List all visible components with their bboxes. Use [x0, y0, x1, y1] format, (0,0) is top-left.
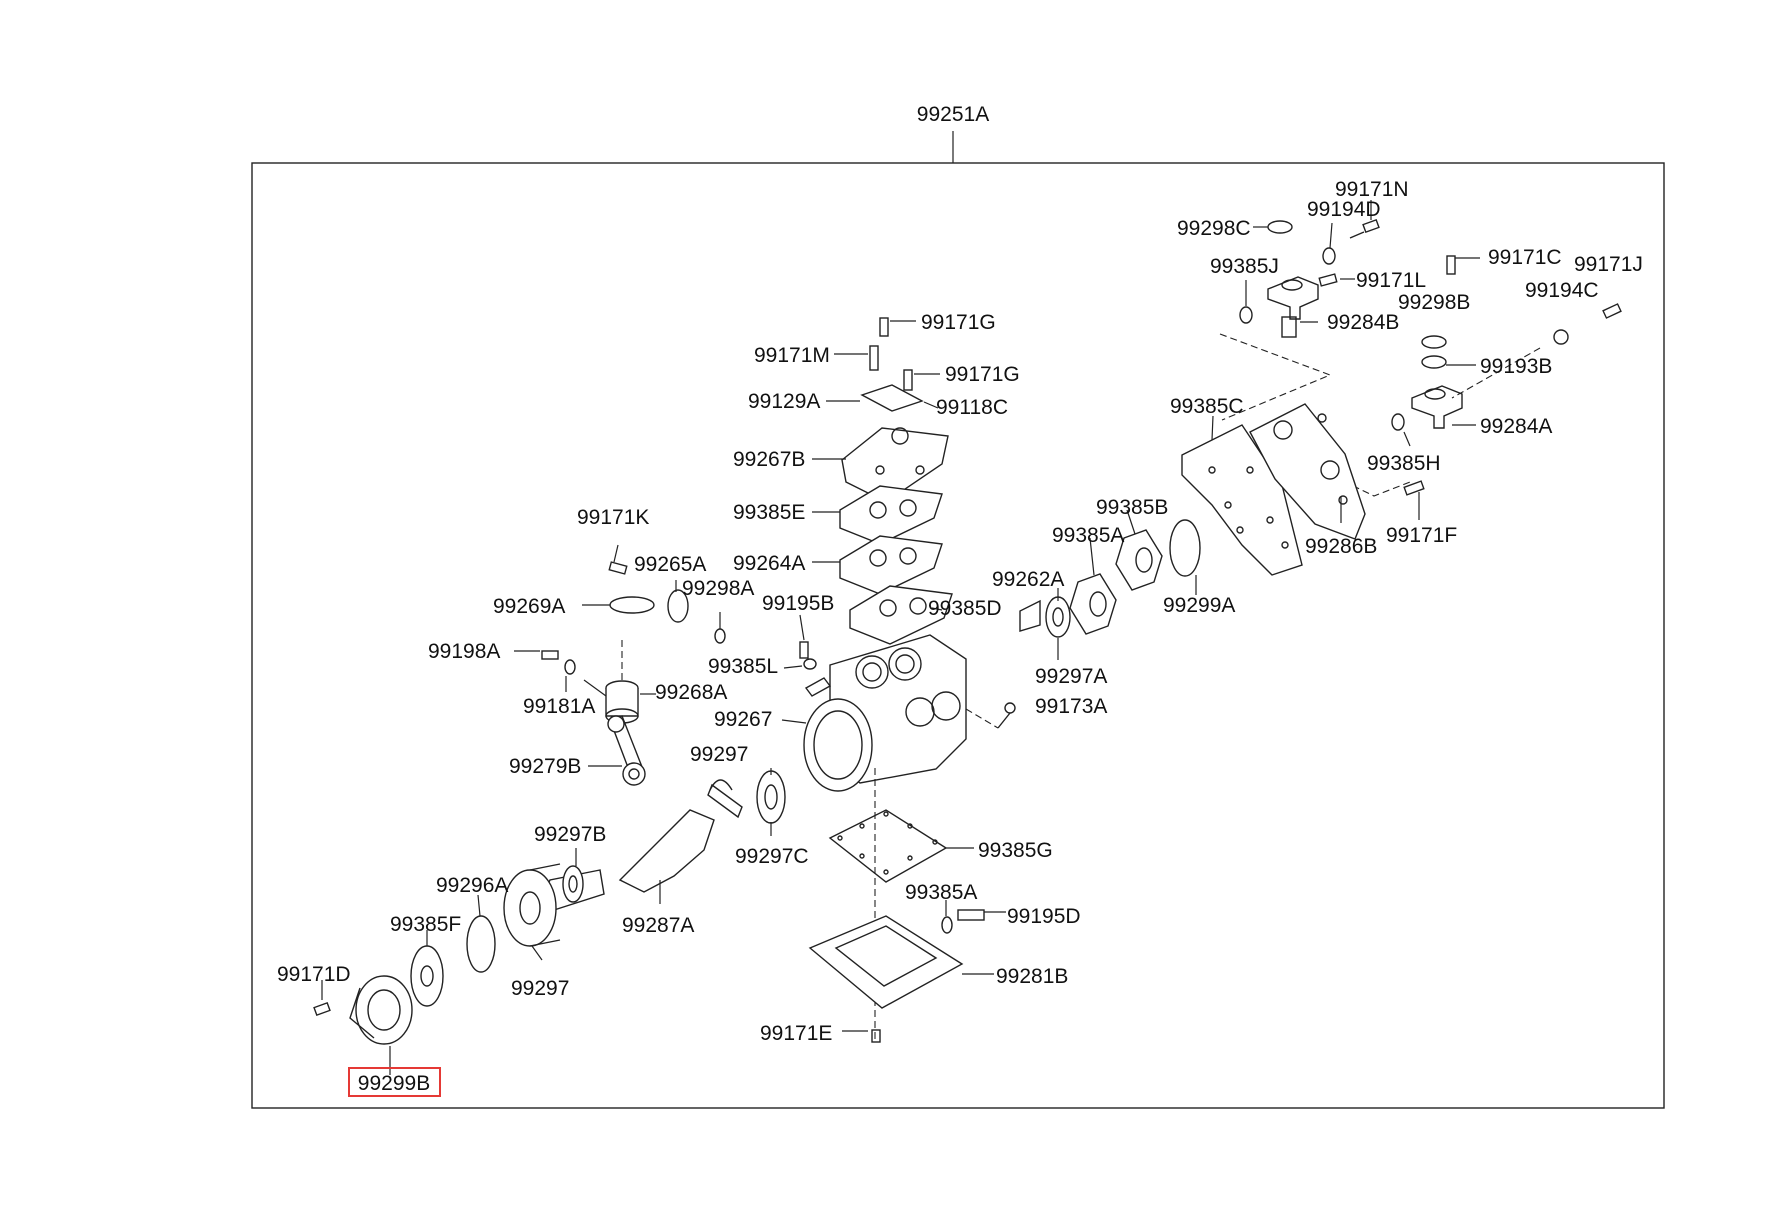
label-99267B: 99267B	[733, 448, 805, 471]
label-99193B: 99193B	[1480, 355, 1552, 378]
label-99171L: 99171L	[1356, 269, 1426, 292]
label-99171J: 99171J	[1574, 253, 1643, 276]
label-99385E: 99385E	[733, 501, 805, 524]
label-99299A: 99299A	[1163, 594, 1235, 617]
label-99171G-top: 99171G	[921, 311, 996, 334]
label-99297A: 99297A	[1035, 665, 1107, 688]
label-99385F: 99385F	[390, 913, 461, 936]
label-99262A: 99262A	[992, 568, 1064, 591]
label-99297-top: 99297	[690, 743, 748, 766]
label-99297C: 99297C	[735, 845, 809, 868]
label-99385L: 99385L	[708, 655, 778, 678]
label-99198A: 99198A	[428, 640, 500, 663]
label-99385A-bottom: 99385A	[905, 881, 977, 904]
label-99173A: 99173A	[1035, 695, 1107, 718]
label-99171E: 99171E	[760, 1022, 832, 1045]
end-cover-group	[1181, 403, 1366, 576]
label-99385J: 99385J	[1210, 255, 1279, 278]
label-99264A: 99264A	[733, 552, 805, 575]
label-99281B: 99281B	[996, 965, 1068, 988]
label-99298A: 99298A	[682, 577, 754, 600]
label-99299B[interactable]: 99299B	[358, 1072, 430, 1095]
service-valve-suction-group	[1239, 200, 1380, 338]
label-99118C: 99118C	[936, 396, 1008, 419]
oil-plug-group	[783, 614, 832, 697]
assembly-frame	[251, 162, 1665, 1109]
label-99171C: 99171C	[1488, 246, 1562, 269]
part-labels: 99251A 99171N 99194D 99298C 99171C 99171…	[277, 103, 1643, 1097]
service-valve-discharge-group	[1391, 255, 1622, 447]
label-99268A: 99268A	[655, 681, 727, 704]
label-99181A: 99181A	[523, 695, 595, 718]
label-99297B: 99297B	[534, 823, 606, 846]
label-99385H: 99385H	[1367, 452, 1441, 475]
label-99385D: 99385D	[928, 597, 1002, 620]
label-99171K: 99171K	[577, 506, 649, 529]
label-99171M: 99171M	[754, 344, 830, 367]
label-99171N: 99171N	[1335, 178, 1409, 201]
label-99279B: 99279B	[509, 755, 581, 778]
label-99297-bottom: 99297	[511, 977, 569, 1000]
crankshaft-group	[410, 768, 786, 1007]
label-99385G: 99385G	[978, 839, 1053, 862]
label-99298B: 99298B	[1398, 291, 1470, 314]
label-99194C: 99194C	[1525, 279, 1599, 302]
label-99265A: 99265A	[634, 553, 706, 576]
label-99195D: 99195D	[1007, 905, 1081, 928]
label-99296A: 99296A	[436, 874, 508, 897]
highlight-box-99299B[interactable]	[348, 1067, 441, 1097]
front-housing-group	[313, 975, 413, 1075]
label-99287A: 99287A	[622, 914, 694, 937]
label-99269A: 99269A	[493, 595, 565, 618]
crankcase	[781, 634, 1016, 792]
label-99267: 99267	[714, 708, 772, 731]
bearing-housing-group	[1019, 509, 1201, 660]
label-99286B: 99286B	[1305, 535, 1377, 558]
label-99129A: 99129A	[748, 390, 820, 413]
label-99284B: 99284B	[1327, 311, 1399, 334]
label-99385B: 99385B	[1096, 496, 1168, 519]
label-99284A: 99284A	[1480, 415, 1552, 438]
label-99298C: 99298C	[1177, 217, 1251, 240]
label-99194D: 99194D	[1307, 198, 1381, 221]
label-99171G-mid: 99171G	[945, 363, 1020, 386]
label-99171D: 99171D	[277, 963, 351, 986]
label-99385A-top: 99385A	[1052, 524, 1124, 547]
cylinder-head-stack	[812, 317, 953, 645]
label-99195B: 99195B	[762, 592, 834, 615]
label-99251A: 99251A	[917, 103, 989, 126]
oil-pan-group	[808, 768, 1006, 1043]
label-99171F: 99171F	[1386, 524, 1457, 547]
piston-rod-group	[514, 544, 726, 786]
label-99385C: 99385C	[1170, 395, 1244, 418]
